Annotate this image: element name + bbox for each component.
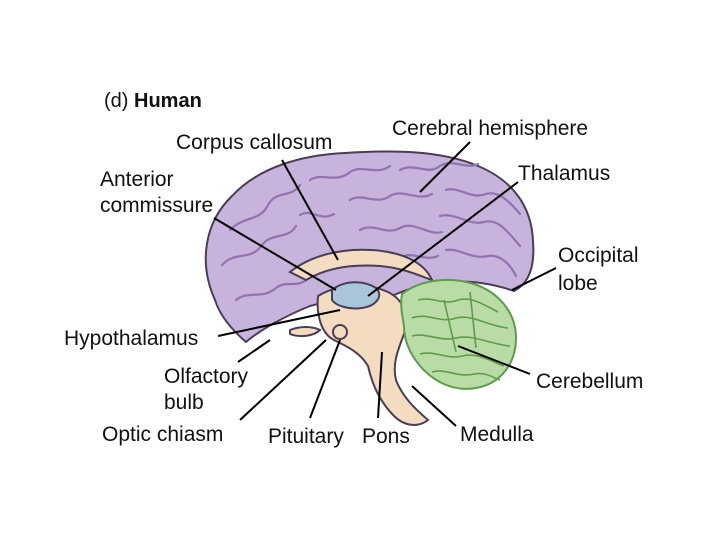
leader-anterior-commissure [213, 217, 337, 291]
diagram-title: (d) Human [104, 90, 202, 113]
leader-medulla [411, 385, 457, 427]
leader-corpus-callosum [281, 159, 339, 261]
label-pituitary: Pituitary [268, 425, 344, 448]
leader-pituitary [309, 339, 341, 419]
pituitary-shape [332, 324, 348, 340]
leader-cerebral-hemisphere [419, 141, 471, 193]
leader-thalamus [367, 181, 519, 297]
label-cerebellum: Cerebellum [536, 370, 644, 393]
ventricle [331, 281, 381, 310]
title-name: Human [134, 90, 202, 112]
label-pons: Pons [362, 425, 410, 448]
leader-pons [377, 351, 383, 419]
cerebellum-shape [400, 278, 518, 390]
leader-cerebellum [457, 345, 531, 375]
corpus-callosum-shape [288, 248, 434, 282]
label-occipital-lobe-line2: lobe [558, 272, 598, 295]
label-olfactory-bulb-line1: Olfactory [164, 365, 249, 388]
leader-hypothalamus [217, 309, 341, 337]
cerebrum [204, 150, 535, 344]
label-anterior-commissure-line2: commissure [100, 194, 214, 217]
leader-lines [213, 141, 557, 427]
label-cerebral-hemisphere: Cerebral hemisphere [392, 117, 589, 140]
label-medulla: Medulla [460, 423, 534, 446]
label-occipital-lobe-line1: Occipital [558, 244, 639, 267]
leader-optic-chiasm [239, 339, 327, 421]
label-optic-chiasm: Optic chiasm [102, 423, 224, 446]
label-anterior-commissure-line1: Anterior [100, 168, 174, 191]
title-prefix: (d) [104, 90, 129, 112]
label-olfactory-bulb-line2: bulb [164, 391, 204, 414]
leader-occipital-lobe [511, 267, 557, 291]
brainstem [316, 284, 430, 426]
label-hypothalamus: Hypothalamus [64, 327, 199, 350]
olfactory-shape [289, 326, 322, 338]
label-thalamus: Thalamus [518, 162, 611, 185]
cerebrum-folds [220, 162, 522, 302]
cerebellum-folds [411, 291, 511, 381]
label-corpus-callosum: Corpus callosum [176, 131, 333, 154]
leader-olfactory-bulb [237, 339, 271, 363]
